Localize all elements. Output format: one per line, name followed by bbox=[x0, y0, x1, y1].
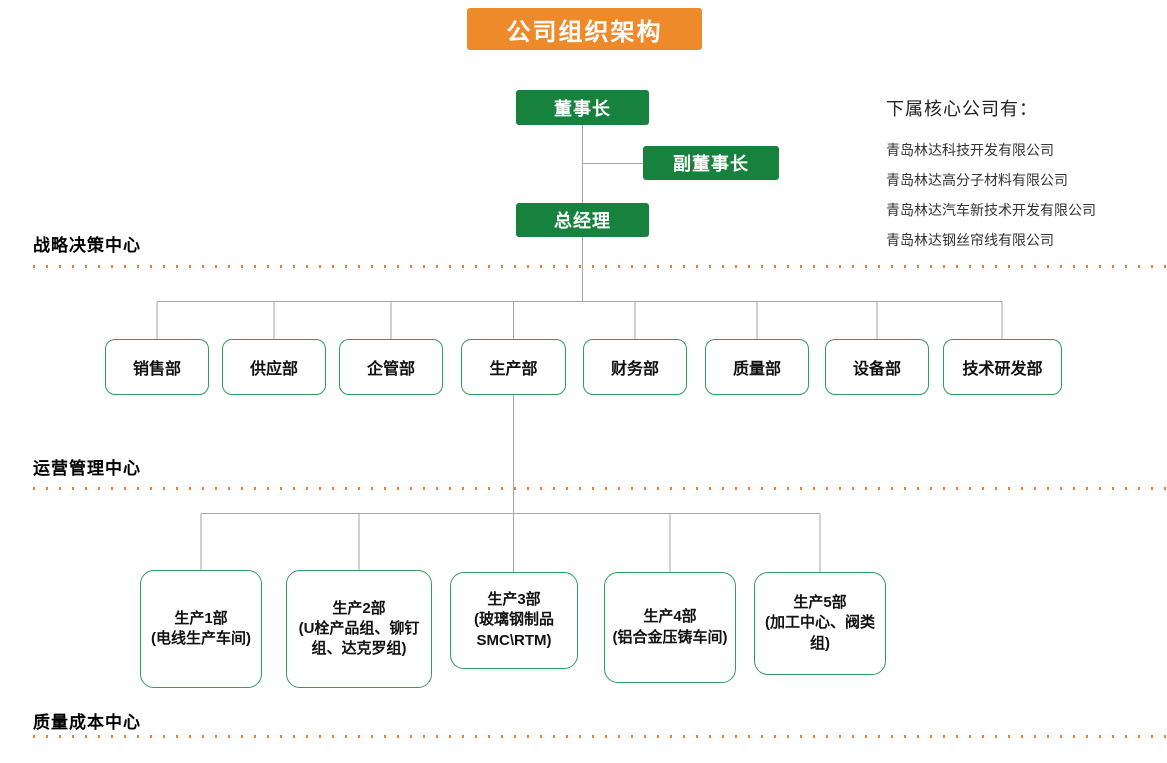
subsidiary-company: 青岛林达汽车新技术开发有限公司 bbox=[886, 202, 1096, 218]
node-production-unit-1: 生产1部 (电线生产车间) bbox=[140, 570, 262, 688]
node-production-unit-4: 生产4部 (铝合金压铸车间) bbox=[604, 572, 736, 683]
dotted-divider-quality bbox=[33, 735, 1167, 738]
node-vice-chairman: 副董事长 bbox=[643, 146, 779, 180]
production-unit-name: 生产5部 bbox=[793, 594, 847, 612]
page-title: 公司组织架构 bbox=[467, 8, 702, 50]
node-dept-equipment: 设备部 bbox=[825, 339, 929, 395]
subsidiary-company: 青岛林达科技开发有限公司 bbox=[886, 142, 1054, 158]
node-dept-rnd: 技术研发部 bbox=[943, 339, 1062, 395]
section-label-operations: 运营管理中心 bbox=[33, 459, 141, 478]
node-dept-supply: 供应部 bbox=[222, 339, 326, 395]
production-unit-detail: (电线生产车间) bbox=[151, 630, 251, 647]
section-label-quality: 质量成本中心 bbox=[33, 713, 141, 732]
node-chairman: 董事长 bbox=[516, 90, 649, 125]
node-dept-production: 生产部 bbox=[461, 339, 566, 395]
section-label-strategic: 战略决策中心 bbox=[33, 236, 141, 255]
subsidiary-company: 青岛林达高分子材料有限公司 bbox=[886, 172, 1068, 188]
production-unit-detail: (铝合金压铸车间) bbox=[612, 628, 728, 646]
dotted-divider-operations bbox=[33, 487, 1167, 490]
node-production-unit-3: 生产3部 (玻璃钢制品SMC\RTM) bbox=[450, 572, 578, 669]
production-unit-name: 生产3部 bbox=[487, 591, 541, 609]
production-unit-name: 生产2部 bbox=[332, 599, 386, 617]
subsidiaries-panel: 下属核心公司有： 青岛林达科技开发有限公司 青岛林达高分子材料有限公司 青岛林达… bbox=[886, 95, 1156, 255]
production-unit-name: 生产1部 bbox=[174, 609, 228, 627]
production-unit-detail: (玻璃钢制品SMC\RTM) bbox=[474, 611, 554, 649]
subsidiaries-heading: 下属核心公司有： bbox=[886, 99, 1038, 119]
node-general-manager: 总经理 bbox=[516, 203, 649, 237]
production-unit-detail: (U栓产品组、铆钉组、达克罗组) bbox=[298, 619, 420, 658]
node-dept-sales: 销售部 bbox=[105, 339, 209, 395]
node-dept-finance: 财务部 bbox=[583, 339, 687, 395]
node-production-unit-2: 生产2部 (U栓产品组、铆钉组、达克罗组) bbox=[286, 570, 432, 688]
node-dept-enterprise-mgmt: 企管部 bbox=[339, 339, 443, 395]
node-dept-quality: 质量部 bbox=[705, 339, 809, 395]
node-production-unit-5: 生产5部 (加工中心、阀类组) bbox=[754, 572, 886, 675]
production-unit-detail: (加工中心、阀类组) bbox=[765, 614, 875, 652]
subsidiary-company: 青岛林达钢丝帘线有限公司 bbox=[886, 232, 1054, 248]
production-unit-name: 生产4部 bbox=[643, 608, 697, 626]
dotted-divider-strategic bbox=[33, 265, 1167, 268]
